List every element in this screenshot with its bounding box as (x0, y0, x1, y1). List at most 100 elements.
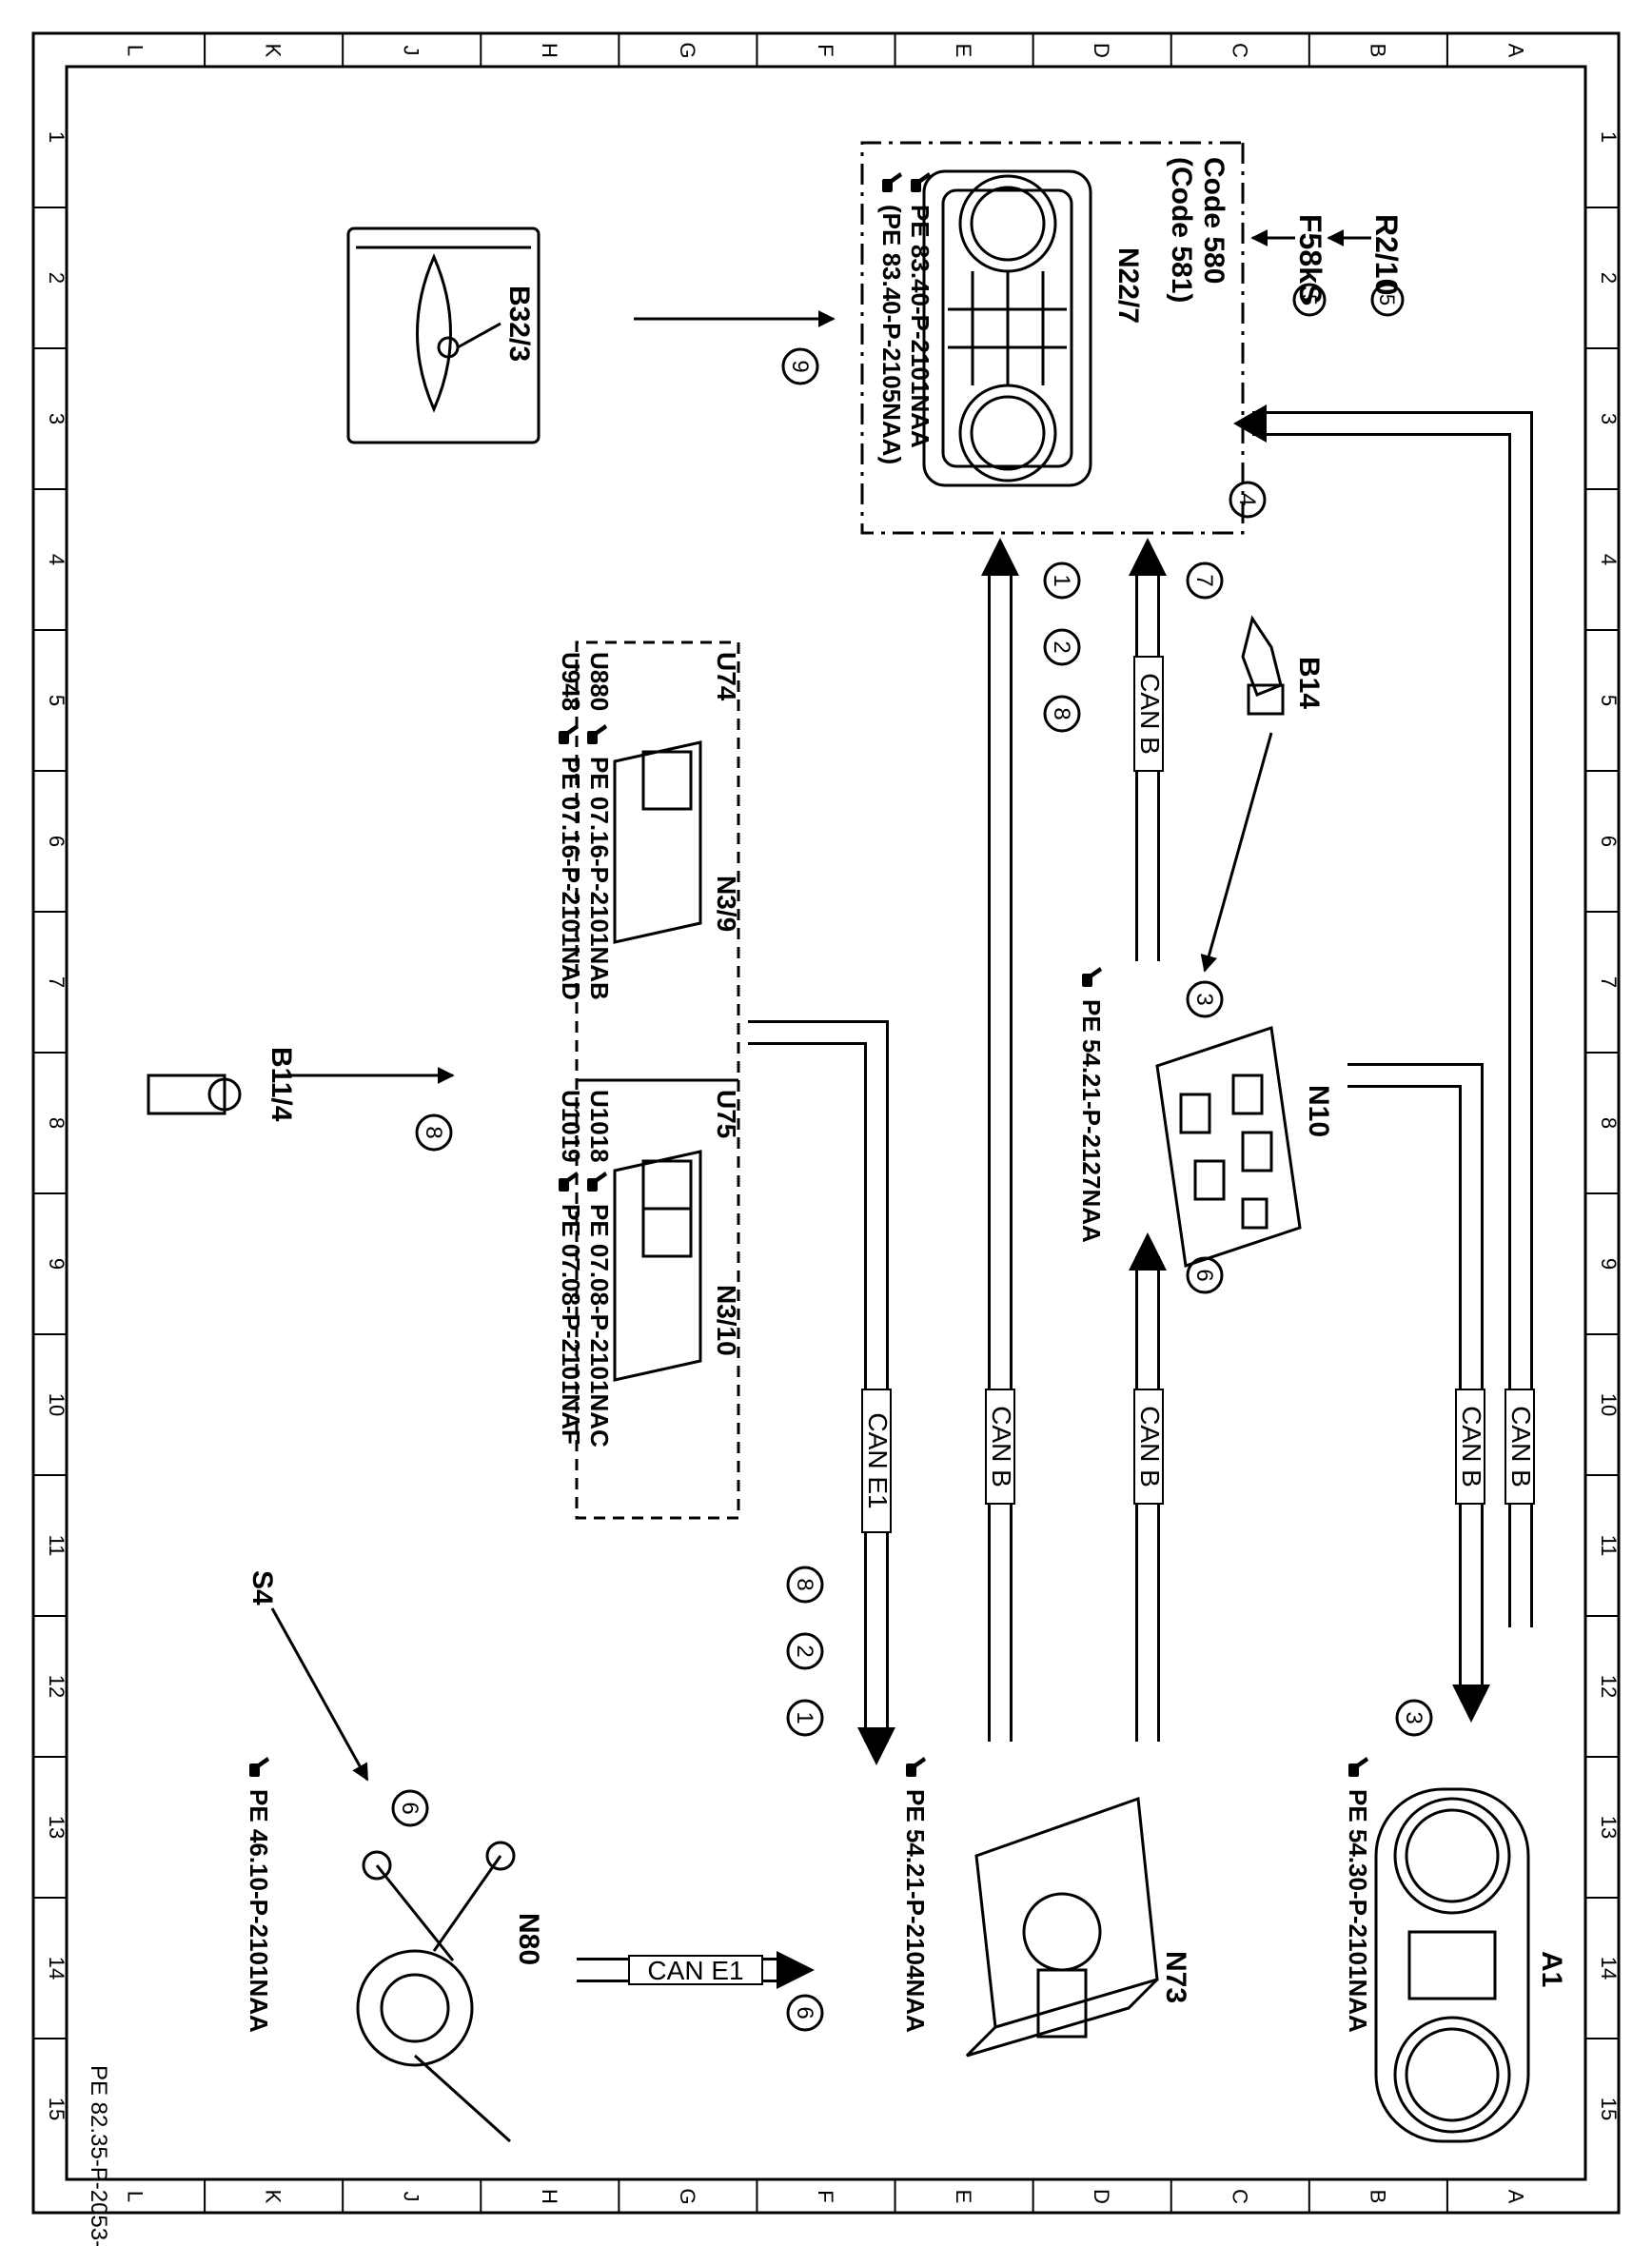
signal-7: 7 (1191, 574, 1217, 586)
u74-ref-1: PE 07.16-P-2101NAB (585, 757, 614, 1000)
n73-ignition-switch-icon (965, 1796, 1159, 2058)
s4-arrow (270, 1607, 369, 1782)
signal-5: 5 (1375, 294, 1399, 305)
signal-marker (786, 1994, 824, 2032)
grid-row-label: 9 (45, 1258, 69, 1270)
signal-8: 8 (792, 1578, 817, 1590)
code-581-label: (Code 581) (1166, 157, 1197, 303)
can-b-tag (1133, 656, 1164, 772)
signal-marker (1043, 628, 1081, 666)
grid-col-label: A (1504, 44, 1527, 58)
signal-2: 2 (792, 1645, 817, 1657)
grid-row-label: 3 (1597, 413, 1621, 424)
n10-ref: PE 54.21-P-2127NAA (1077, 999, 1106, 1243)
u880-label: U880 (585, 652, 614, 711)
grid-col-label: D (1090, 2189, 1113, 2204)
n3-9-ecu-icon (613, 740, 702, 944)
grid-row-label: 3 (45, 413, 69, 424)
arrow-to-n22-7 (1233, 404, 1267, 443)
can-b-tag (1133, 1389, 1164, 1505)
b11-4-label: B11/4 (266, 1047, 297, 1122)
grid-col-label: F (814, 44, 837, 56)
signal-marker (786, 1699, 824, 1737)
grid-row-label: 13 (1597, 1816, 1621, 1839)
signal-8: 8 (1049, 707, 1074, 719)
signal-marker (391, 1789, 429, 1827)
grid-row-label: 13 (45, 1816, 69, 1839)
grid-col-label: G (676, 2188, 699, 2204)
grid-col-label: C (1228, 43, 1251, 58)
signal-marker (786, 1566, 824, 1604)
can-b-n10-a1 (1347, 1063, 1484, 1694)
can-b-label: CAN B (987, 1406, 1016, 1487)
signal-marker (1186, 562, 1224, 600)
r2-10-label: R2/10 (1369, 214, 1404, 295)
grid-row-label: 8 (45, 1117, 69, 1129)
grid-col-label: L (124, 45, 148, 56)
signal-4: 4 (1234, 493, 1260, 505)
grid-row-label: 6 (1597, 836, 1621, 847)
n22-7-ref-1: PE 83.40-P-2101NAA (906, 205, 934, 448)
n3-10-ecu-icon (613, 1150, 702, 1382)
signal-marker (1186, 980, 1224, 1018)
grid-row-label: 12 (1597, 1675, 1621, 1698)
can-b-tag (1455, 1389, 1485, 1505)
arrow-to-a1 (1452, 1684, 1490, 1723)
b11-4-sensor-icon (147, 1074, 242, 1115)
grid-col-label: A (1504, 2190, 1527, 2204)
grid-col-label: H (538, 2189, 561, 2204)
grid-col-label: K (262, 44, 285, 58)
grid-row-label: 7 (45, 976, 69, 988)
grid-row-label: 4 (1597, 554, 1621, 565)
pe-reference-icon (587, 1172, 607, 1192)
can-b-tag (1504, 1389, 1535, 1505)
u75-ref-1: PE 07.08-P-2101NAC (585, 1204, 614, 1448)
signal-marker (1292, 283, 1327, 317)
pe-reference-icon (1082, 967, 1102, 987)
signal-5: 5 (1297, 294, 1321, 305)
grid-col-label: D (1090, 43, 1113, 58)
signal-marker (1229, 481, 1267, 519)
b14-sensor-icon (1241, 615, 1285, 716)
pe-reference-icon (249, 1757, 269, 1777)
u74-ref-2: PE 07.16-P-2101NAD (557, 757, 585, 1000)
grid-row-label: 5 (45, 695, 69, 706)
code-580-label: Code 580 (1198, 157, 1229, 284)
can-e1-label: CAN E1 (647, 1956, 743, 1985)
pe-reference-icon (882, 172, 902, 192)
grid-row-label: 6 (45, 836, 69, 847)
grid-row-label: 15 (1597, 2098, 1621, 2120)
signal-marker (415, 1113, 453, 1152)
signal-marker (786, 1632, 824, 1670)
pe-reference-icon (587, 724, 607, 744)
grid-col-label: B (1366, 2190, 1389, 2204)
grid-row-label: 10 (45, 1393, 69, 1416)
n22-7-dashed-box (860, 141, 1245, 535)
grid-row-label: 4 (45, 554, 69, 565)
signal-1: 1 (1049, 574, 1074, 586)
can-b-label: CAN B (1506, 1406, 1536, 1487)
grid-col-label: J (400, 2192, 423, 2202)
u1019-label: U1019 (557, 1090, 585, 1163)
n3-9-label: N3/9 (712, 876, 741, 932)
grid-row-label: 15 (45, 2098, 69, 2120)
grid-row-label: 2 (1597, 272, 1621, 284)
can-e1-label: CAN E1 (863, 1412, 893, 1508)
grid-row-label: 1 (45, 131, 69, 143)
pe-reference-icon (906, 1757, 926, 1777)
grid-col-label: G (676, 42, 699, 58)
outer-frame (31, 31, 1621, 2215)
grid-col-label: B (1366, 44, 1389, 58)
grid-row-label: 12 (45, 1675, 69, 1698)
signal-8: 8 (421, 1126, 446, 1138)
b14-label: B14 (1293, 657, 1325, 709)
b32-3-leader (457, 322, 502, 349)
signal-1: 1 (792, 1711, 817, 1724)
n22-7-ref-2: (PE 83.40-P-2105NAA) (877, 205, 906, 464)
grid-row-label: 11 (45, 1535, 69, 1557)
grid-col-label: E (952, 44, 975, 58)
grid-row-label: 14 (1597, 1957, 1621, 1980)
u74-dashed-box (575, 640, 740, 1082)
n80-label: N80 (513, 1913, 544, 1965)
grid-row-label: 2 (45, 272, 69, 284)
